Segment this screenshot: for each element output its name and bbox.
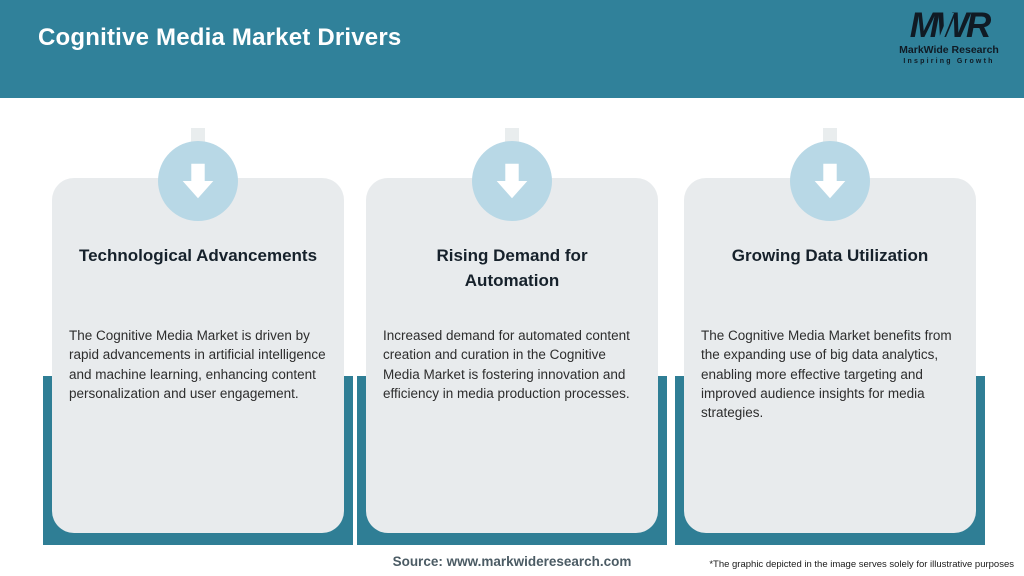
driver-card: Rising Demand for Automation Increased d… (366, 178, 658, 533)
arrow-tail-notch (505, 128, 519, 142)
driver-card: Growing Data Utilization The Cognitive M… (684, 178, 976, 533)
card-body: Increased demand for automated content c… (383, 328, 630, 401)
arrow-tail-notch (823, 128, 837, 142)
down-arrow-icon (790, 141, 870, 221)
card-body: The Cognitive Media Market is driven by … (69, 328, 326, 401)
page-title: Cognitive Media Market Drivers (38, 24, 402, 51)
card-title: Rising Demand for Automation (436, 246, 588, 290)
card-body: The Cognitive Media Market benefits from… (701, 328, 952, 421)
down-arrow-icon (472, 141, 552, 221)
source-text: Source: www.markwideresearch.com (392, 554, 632, 569)
disclaimer-text: *The graphic depicted in the image serve… (709, 559, 1014, 570)
markwide-research-logo: MWR MarkWide Research Inspiring Growth (890, 8, 1008, 65)
logo-acronym: MWR (909, 6, 991, 45)
logo-acronym-text: MWR (909, 6, 991, 45)
header-bar: Cognitive Media Market Drivers MWR MarkW… (0, 0, 1024, 98)
driver-card: Technological Advancements The Cognitive… (52, 178, 344, 533)
down-arrow-icon (158, 141, 238, 221)
logo-tagline: Inspiring Growth (903, 58, 995, 65)
card-title: Technological Advancements (78, 246, 318, 265)
card-title: Growing Data Utilization (731, 246, 929, 265)
logo-name: MarkWide Research (899, 44, 999, 56)
arrow-tail-notch (191, 128, 205, 142)
